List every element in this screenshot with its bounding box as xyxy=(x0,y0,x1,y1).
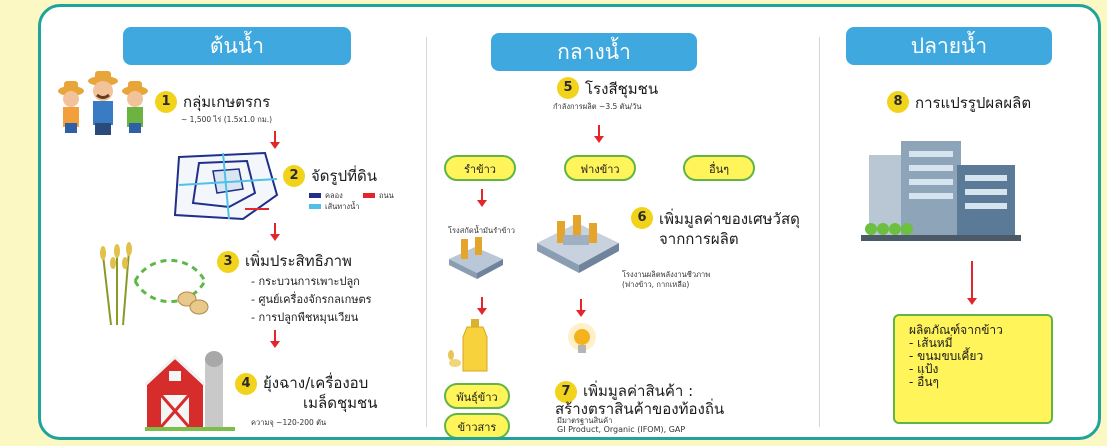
pill-bran: รำข้าว xyxy=(444,155,516,181)
header-downstream: ปลายน้ำ xyxy=(846,27,1052,65)
step-8-title: การแปรรูปผลผลิต xyxy=(915,94,1032,112)
step-2-title: จัดรูปที่ดิน xyxy=(311,167,377,185)
arrow-3-4 xyxy=(268,330,282,348)
step-6-number: 6 xyxy=(631,207,653,229)
legend-waterway-label: เส้นทางน้ำ xyxy=(325,202,360,211)
step-4-title-line2: เมล็ดชุมชน xyxy=(303,394,378,412)
divider-left xyxy=(426,37,427,427)
step-1-area: ~ 1,500 ไร่ (1.5x1.0 กม.) xyxy=(181,115,273,124)
arrow-bran-factory xyxy=(475,189,489,207)
step-3-item: - การปลูกพืชหมุนเวียน xyxy=(251,311,359,324)
step-6-title-line2: จากการผลิต xyxy=(659,230,739,248)
step-2-number: 2 xyxy=(283,165,305,187)
step-5-capacity: กำลังการผลิต ~3.5 ตัน/วัน xyxy=(553,102,642,111)
pill-milled-rice: ข้าวสาร xyxy=(444,413,510,437)
step-7-title: เพิ่มมูลค่าสินค้า : xyxy=(583,382,694,400)
arrow-factory-energy xyxy=(574,299,588,317)
crop-rotation-illustration xyxy=(100,242,209,326)
legend-road-label: ถนน xyxy=(379,191,394,200)
arrow-8-products xyxy=(965,261,979,305)
arrow-2-3 xyxy=(268,223,282,241)
farmer-left xyxy=(58,81,84,133)
step-4-title: ยุ้งฉาง/เครื่องอบ xyxy=(263,374,369,392)
legend-road-swatch xyxy=(363,193,375,198)
step-7-number: 7 xyxy=(555,381,577,403)
step-5-number: 5 xyxy=(557,77,579,99)
arrow-5-products xyxy=(592,125,606,143)
step-3-number: 3 xyxy=(217,251,239,273)
step-4-number: 4 xyxy=(235,373,257,395)
rice-products-box: ผลิตภัณฑ์จากข้าว - เส้นหมี่ - ขนมขบเคี้ย… xyxy=(893,314,1053,424)
legend-canal-swatch xyxy=(309,193,321,198)
product-item: - อื่นๆ xyxy=(909,375,939,389)
oil-factory-illustration xyxy=(449,237,503,279)
product-item: - เส้นหมี่ xyxy=(909,336,953,350)
farmers-illustration xyxy=(58,71,148,135)
pill-others: อื่นๆ xyxy=(683,155,755,181)
factory-1-label: โรงสกัดน้ำมันรำข้าว xyxy=(448,226,515,235)
step-3-item: - ศูนย์เครื่องจักรกลเกษตร xyxy=(251,293,372,306)
header-upstream: ต้นน้ำ xyxy=(123,27,351,65)
arrow-1-2 xyxy=(268,131,282,149)
energy-bulb-icon xyxy=(568,323,596,353)
farmer-right xyxy=(122,81,148,133)
step-7-standard: มีมาตรฐานสินค้า xyxy=(557,416,613,425)
farmer-center xyxy=(88,71,118,135)
product-item: - แป้ง xyxy=(909,362,939,376)
step-3-title: เพิ่มประสิทธิภาพ xyxy=(245,252,352,270)
step-6-title: เพิ่มมูลค่าของเศษวัสดุ xyxy=(659,210,800,228)
step-8-number: 8 xyxy=(887,91,909,113)
pill-straw: ฟางข้าว xyxy=(564,155,636,181)
products-title: ผลิตภัณฑ์จากข้าว xyxy=(909,323,1003,337)
step-5-title: โรงสีชุมชน xyxy=(585,80,659,98)
rice-bran-oil-illustration xyxy=(448,319,488,372)
legend-waterway-swatch xyxy=(309,204,321,209)
arrow-factory-oil xyxy=(475,297,489,315)
legend-canal-label: คลอง xyxy=(325,191,343,200)
diagram-frame: ต้นน้ำ กลางน้ำ ปลายน้ำ 1 กลุ่มเกษตรกร ~ … xyxy=(38,4,1101,440)
product-item: - ขนมขบเคี้ยว xyxy=(909,349,984,363)
step-3-item: - กระบวนการเพาะปลูก xyxy=(251,275,360,288)
divider-right xyxy=(819,37,820,427)
factory-2-label: โรงงานผลิตพลังงานชีวภาพ xyxy=(622,270,711,279)
processing-building-illustration xyxy=(861,141,1021,241)
step-4-capacity: ความจุ ~120-200 ตัน xyxy=(251,418,327,427)
land-map-illustration xyxy=(173,151,279,221)
step-1-number: 1 xyxy=(155,91,177,113)
factory-2-note: (ฟางข้าว, กากเหลือ) xyxy=(622,280,690,289)
pill-rice-seed: พันธุ์ข้าว xyxy=(444,383,510,409)
step-1-title: กลุ่มเกษตรกร xyxy=(183,93,271,111)
header-midstream: กลางน้ำ xyxy=(491,33,697,71)
barn-illustration xyxy=(145,351,235,431)
bioenergy-factory-illustration xyxy=(537,215,619,273)
step-7-title-line2: สร้างตราสินค้าของท้องถิ่น xyxy=(555,400,725,418)
step-7-certifications: GI Product, Organic (IFOM), GAP xyxy=(557,425,686,434)
